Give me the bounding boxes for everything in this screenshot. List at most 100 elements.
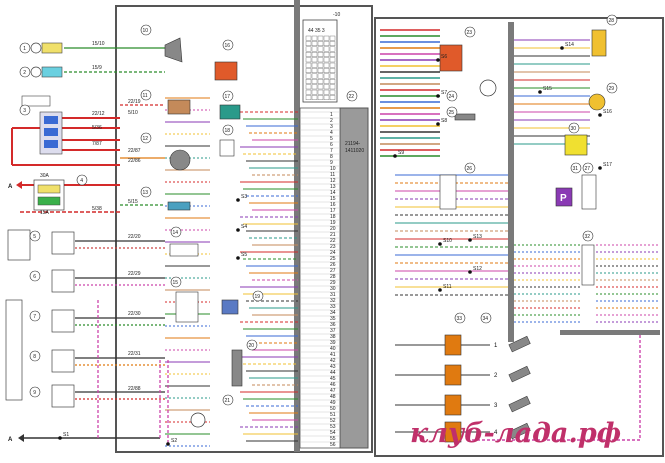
ecu-grid-cell <box>317 78 324 84</box>
splice-label: S14 <box>565 42 574 48</box>
right-harness-bottom <box>560 330 660 335</box>
ecu-pin-number: 28 <box>330 274 336 280</box>
ecu-grid-cell <box>323 41 330 47</box>
ecu-grid-cell <box>329 73 336 79</box>
ecu-pin-number: 14 <box>330 190 336 196</box>
ecu-grid-cell <box>329 95 336 101</box>
wire-label: 5/10 <box>128 110 138 116</box>
wire-label: 22/87 <box>128 148 141 154</box>
ecu-grid-cell <box>311 35 318 41</box>
ecu-grid-cell <box>311 52 318 57</box>
ecu-pin-number: 23 <box>330 244 336 250</box>
injectors <box>508 335 531 440</box>
pink-return <box>470 335 641 441</box>
component-number-label: 10 <box>143 28 149 34</box>
component-number-label: 13 <box>143 190 149 196</box>
ecu-grid-cell <box>323 62 330 68</box>
component-1-sensor <box>30 42 63 54</box>
splice-dot <box>598 113 602 117</box>
ecu-grid-cell <box>311 62 318 68</box>
ecu-grid-cell <box>305 62 312 68</box>
ecu-pin-number: 46 <box>330 382 336 388</box>
ecu-grid-cell <box>305 89 312 95</box>
component-number-circle <box>464 26 476 38</box>
component-12-sensor <box>169 149 191 171</box>
ecu-pin-number: 4 <box>330 130 333 136</box>
component-number-label: 27 <box>585 166 591 172</box>
ignition-coil <box>444 334 462 356</box>
component-number-label: 23 <box>467 30 473 36</box>
wire-label: 5/36 <box>92 125 102 131</box>
ecu-grid-cell <box>323 35 330 41</box>
component-number-circle <box>222 124 234 136</box>
ecu-grid-cell <box>323 89 330 95</box>
component-19-sensor <box>221 299 239 315</box>
component-13-sensor <box>167 201 191 211</box>
component-number-circle <box>140 186 152 198</box>
ecu-grid-cell <box>329 62 336 68</box>
component-number-label: 9 <box>33 390 36 396</box>
ecu-pin-number: 25 <box>330 256 336 262</box>
wire-label: 15/9 <box>92 65 102 71</box>
coil-number: 2 <box>494 373 498 379</box>
ecu-pin-number: 9 <box>330 160 333 166</box>
component-number-circle <box>76 174 88 186</box>
ecu-grid-cell <box>323 52 330 57</box>
component-number-circle <box>222 90 234 102</box>
splice-label: S8 <box>441 118 447 124</box>
ecu-grid-cell <box>311 68 318 74</box>
ecu-grid-cell <box>305 84 312 90</box>
component-number-label: 7 <box>33 314 36 320</box>
middle-wire-bundle <box>159 97 298 447</box>
ecu-pin-number: 19 <box>330 220 336 226</box>
component-number-circle <box>29 270 41 282</box>
component-5-relay <box>7 229 75 261</box>
coil-number: 1 <box>494 343 498 349</box>
component-number-label: 31 <box>573 166 579 172</box>
component-18-connector <box>219 139 235 157</box>
component-number-label: 17 <box>225 94 231 100</box>
component-p-sensor: P <box>555 187 573 207</box>
ecu-grid-cell <box>311 84 318 90</box>
wire-label: 22/29 <box>128 271 141 277</box>
ecu-pin-number: 29 <box>330 280 336 286</box>
ecu-pin-number: 22 <box>330 238 336 244</box>
ecu-pin-number: 36 <box>330 322 336 328</box>
splice-dot <box>58 436 62 440</box>
component-number-circle <box>19 42 31 54</box>
splice-dot <box>436 58 440 62</box>
component-number-label: 15 <box>173 280 179 286</box>
component-number-circle <box>454 312 466 324</box>
ecu-pin-number: 2 <box>330 118 333 124</box>
component-number-label: 11 <box>143 93 148 99</box>
component-number-circle <box>606 14 618 26</box>
splice-label: S7 <box>441 90 447 96</box>
ecu-grid-cell <box>311 78 318 84</box>
splice-dot <box>438 242 442 246</box>
component-7-relay <box>5 299 75 401</box>
ecu-pin-number: 34 <box>330 310 336 316</box>
arrow-a-top: A <box>8 181 22 190</box>
ecu-pin-number: 7 <box>330 148 333 154</box>
component-3-fuse-block <box>21 95 63 155</box>
component-number-label: 6 <box>33 274 36 280</box>
ecu-body <box>339 107 369 449</box>
splice-label: S1 <box>63 432 69 438</box>
ecu-pin-number: 37 <box>330 328 336 334</box>
splice-label: S15 <box>543 86 552 92</box>
ecu-grid-cell <box>317 62 324 68</box>
ecu-pin-number: 24 <box>330 250 336 256</box>
watermark: клуб-лада.рф <box>410 418 621 449</box>
injector <box>508 395 531 413</box>
ecu-grid-cell <box>317 89 324 95</box>
ecu-pin-number: 39 <box>330 340 336 346</box>
splice-label: S10 <box>443 238 452 244</box>
ecu-connector-grid <box>305 35 336 101</box>
ecu-grid-cell <box>323 84 330 90</box>
component-17-sensor <box>219 104 241 120</box>
injector <box>508 365 531 383</box>
splice-dot <box>468 270 472 274</box>
component-10-horn <box>164 37 183 63</box>
ecu-pin-number: 26 <box>330 262 336 268</box>
